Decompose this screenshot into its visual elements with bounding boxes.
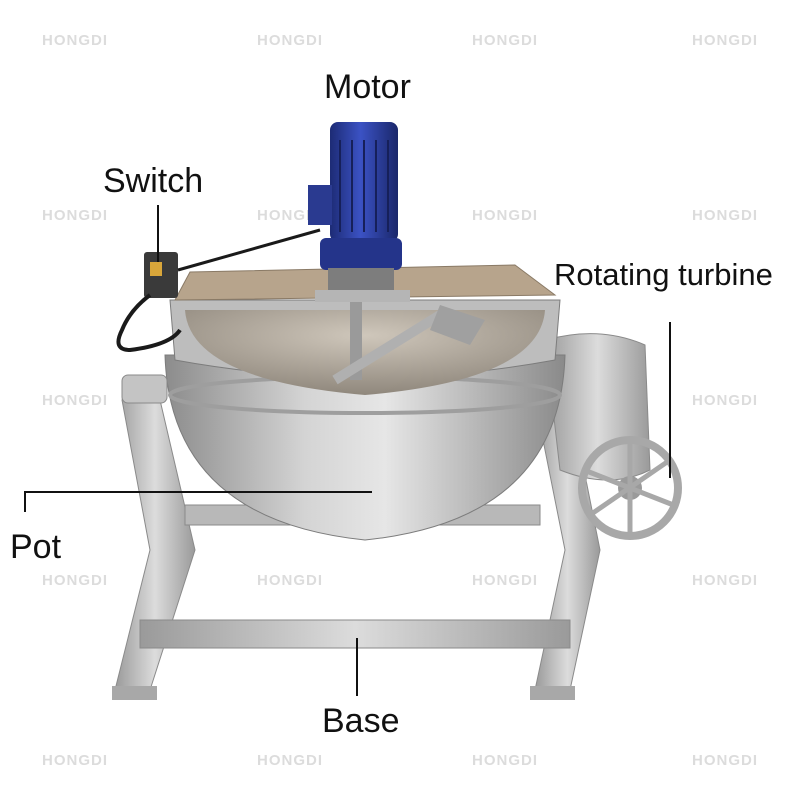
watermark-text: HONGDI (692, 572, 758, 589)
watermark-text: HONGDI (42, 572, 108, 589)
watermark-text: HONGDI (692, 752, 758, 769)
watermark-text: HONGDI (472, 207, 538, 224)
watermark-text: HONGDI (257, 207, 323, 224)
watermark-text: HONGDI (257, 752, 323, 769)
watermark-text: HONGDI (472, 752, 538, 769)
pot-body (121, 264, 566, 541)
pot-leader-line (24, 491, 372, 512)
watermark-text: HONGDI (472, 32, 538, 49)
watermark-text: HONGDI (692, 392, 758, 409)
pot-label: Pot (10, 528, 62, 566)
motor-label: Motor (324, 68, 411, 106)
watermark-text: HONGDI (42, 392, 108, 409)
watermark-text: HONGDI (42, 752, 108, 769)
watermark-text: HONGDI (257, 572, 323, 589)
switch-box (116, 228, 321, 353)
rotating-turbine-label: Rotating turbine (554, 257, 773, 292)
watermark-text: HONGDI (42, 207, 108, 224)
watermark-text: HONGDI (472, 572, 538, 589)
watermark-text: HONGDI (692, 207, 758, 224)
watermark-text: HONGDI (42, 32, 108, 49)
stirring-blade (332, 290, 485, 385)
switch-label: Switch (103, 162, 204, 200)
leader-lines (24, 205, 671, 696)
watermark-text: HONGDI (692, 32, 758, 49)
watermark-text: HONGDI (257, 32, 323, 49)
handwheel (578, 436, 682, 540)
motor-unit (308, 122, 410, 302)
base-label: Base (322, 702, 400, 740)
